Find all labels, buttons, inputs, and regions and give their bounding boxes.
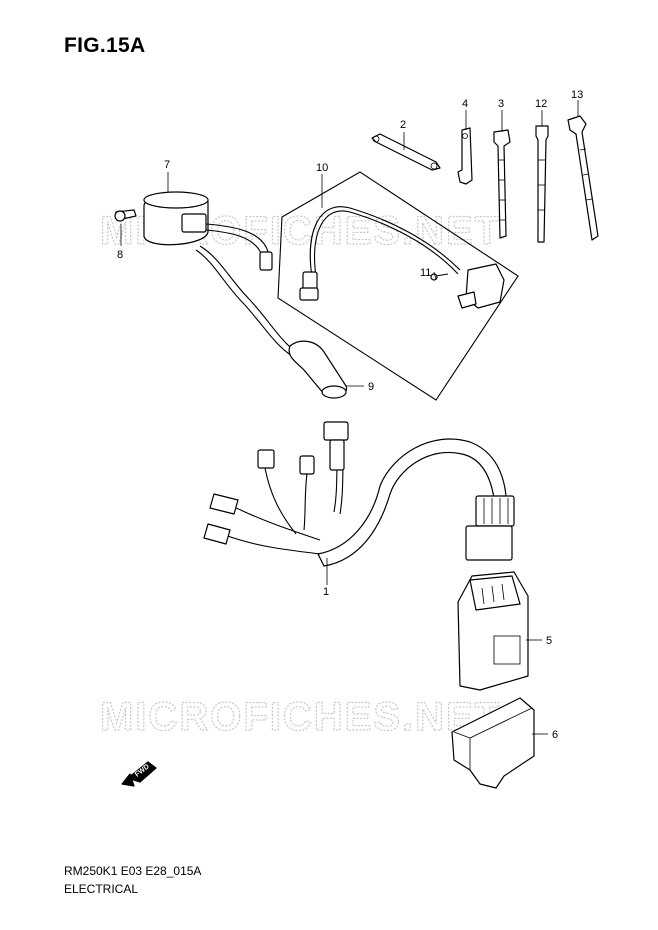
part-6-cdi-cover: [451, 697, 535, 789]
section-name: ELECTRICAL: [64, 882, 139, 896]
callout-8: 8: [117, 249, 123, 261]
callout-10: 10: [316, 162, 328, 174]
part-13-band-clamp: [567, 115, 599, 241]
watermark-bottom: MICROFICHES.NET: [100, 695, 501, 739]
part-4-clip: [457, 127, 473, 185]
callout-6: 6: [552, 729, 558, 741]
diagram-code: RM250K1 E03 E28_015A: [64, 864, 202, 878]
part-10-wiring-box: [277, 171, 519, 401]
callout-4: 4: [462, 98, 468, 110]
callout-leaders: [120, 100, 579, 735]
part-2-clamp: [371, 133, 441, 171]
figure-title: FIG.15A: [64, 34, 146, 57]
callout-9: 9: [368, 381, 374, 393]
forward-direction-badge: FWD: [121, 761, 157, 787]
part-7-ignition-coil: [114, 191, 297, 357]
callout-1: 1: [323, 586, 329, 598]
callout-2: 2: [400, 119, 406, 131]
part-12-cable-band: [535, 125, 549, 243]
callout-11: 11: [420, 267, 431, 279]
callout-3: 3: [498, 98, 504, 110]
callout-5: 5: [546, 635, 552, 647]
part-3-cable-tie: [493, 129, 511, 239]
callout-12: 12: [535, 98, 547, 110]
part-9-plug-cap: [288, 340, 348, 399]
callout-13: 13: [571, 89, 583, 101]
part-1-wiring-harness: [203, 421, 515, 567]
part-5-cdi-unit: [457, 571, 529, 691]
callout-7: 7: [164, 159, 170, 171]
